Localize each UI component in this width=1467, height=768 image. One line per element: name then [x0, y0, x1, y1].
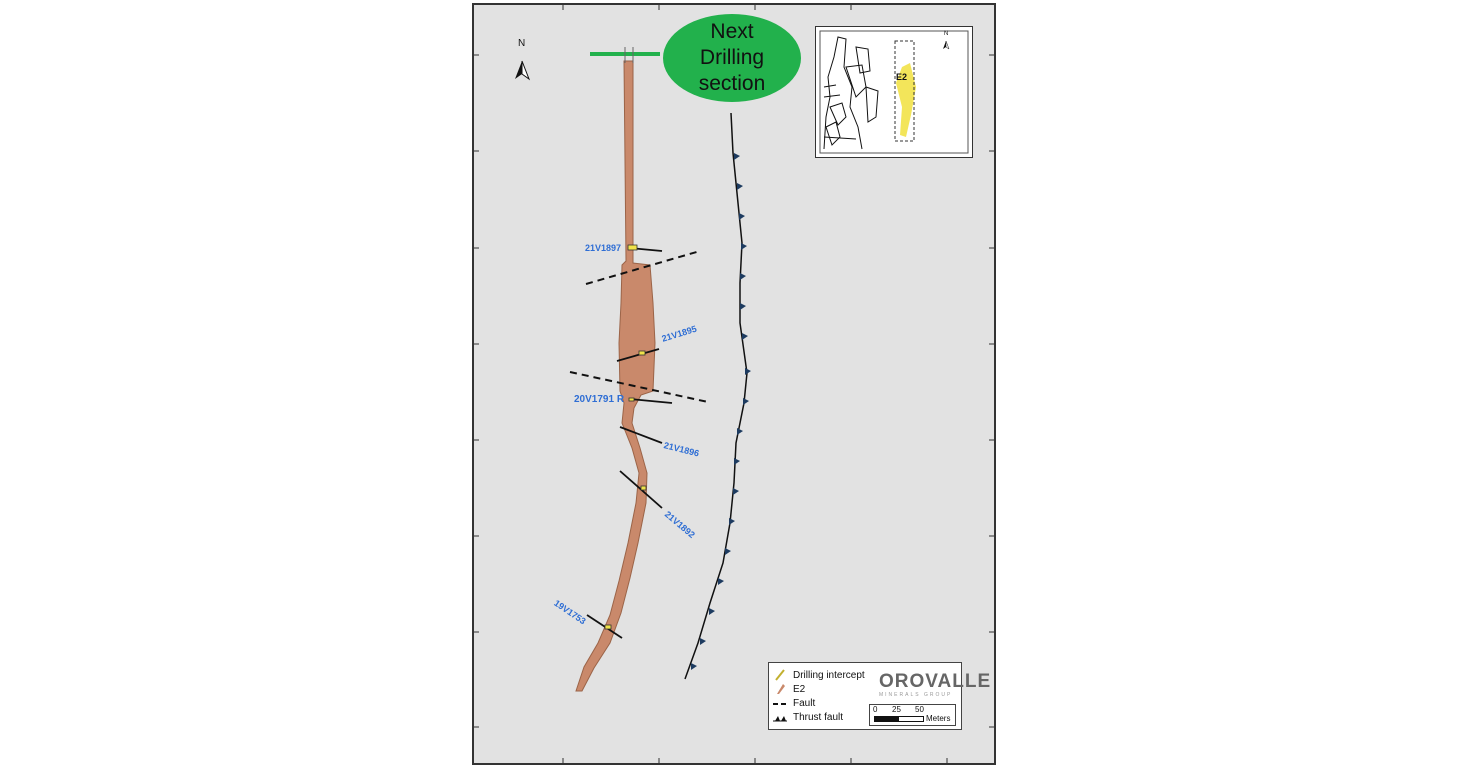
next-drilling-callout: Next Drilling section — [663, 14, 801, 102]
orovalle-logo: OROVALLE — [879, 671, 992, 692]
inset-north-icon — [943, 41, 946, 49]
drill-trace-19V1753 — [586, 614, 623, 639]
fault-line-icon — [773, 702, 787, 705]
frame-ticks — [473, 4, 995, 764]
drill-intercept-icon — [627, 244, 638, 251]
e2-ore-body — [575, 60, 656, 692]
legend-label: Drilling intercept — [793, 669, 865, 681]
scale-tick: 25 — [892, 705, 901, 714]
callout-line: Next — [710, 20, 754, 43]
scale-tick: 50 — [915, 705, 924, 714]
north-arrow-icon — [515, 60, 531, 81]
inset-e2-label: E2 — [896, 72, 908, 82]
callout-line: section — [698, 72, 766, 95]
drill-intercept-icon — [628, 397, 635, 402]
thrust-fault-teeth — [691, 153, 751, 670]
drill-trace-21V1896 — [619, 426, 663, 444]
inset-geology-lines — [823, 36, 879, 150]
drill-intercepts — [604, 244, 647, 630]
orovalle-logo-subtext: MINERALS GROUP — [879, 692, 953, 698]
callout-line: Drilling — [699, 46, 765, 69]
drillhole-label: 21V1897 — [585, 243, 622, 253]
drill-intercept-icon — [638, 350, 646, 356]
legend-row: E2 — [773, 683, 805, 695]
scale-tick: 0 — [873, 705, 878, 714]
drill-trace-21V1895 — [616, 348, 660, 362]
legend-row: Fault — [773, 698, 815, 709]
drill-intercept-icon — [604, 624, 612, 630]
scale-bar-graphic — [874, 716, 924, 722]
e2-inset-area — [896, 63, 916, 137]
legend-label: E2 — [793, 683, 806, 695]
drill-trace-20V1791R — [629, 398, 673, 404]
scale-unit: Meters — [926, 714, 951, 723]
inset-map-canvas — [819, 30, 969, 154]
scale-bar: 0 25 50 Meters — [869, 704, 956, 726]
thrust-fault-icon — [773, 715, 787, 721]
legend-row: Drilling intercept — [773, 669, 865, 681]
north-label: N — [518, 38, 526, 49]
legend-label: Fault — [793, 698, 816, 709]
fault-line-north — [585, 250, 701, 285]
e2-body-icon — [777, 684, 785, 694]
drillhole-label: 20V1791 R — [574, 394, 625, 405]
legend-row: Thrust fault — [773, 712, 843, 723]
drill-intercept-icon — [640, 485, 647, 491]
inset-map: E2 N — [815, 26, 973, 158]
map-legend: Drilling intercept E2 Fault Thrust fault… — [768, 662, 990, 730]
legend-label: Thrust fault — [793, 712, 844, 723]
inset-outline — [894, 40, 915, 142]
drill-intercept-icon — [775, 669, 785, 681]
inset-north-label: N — [944, 31, 949, 37]
